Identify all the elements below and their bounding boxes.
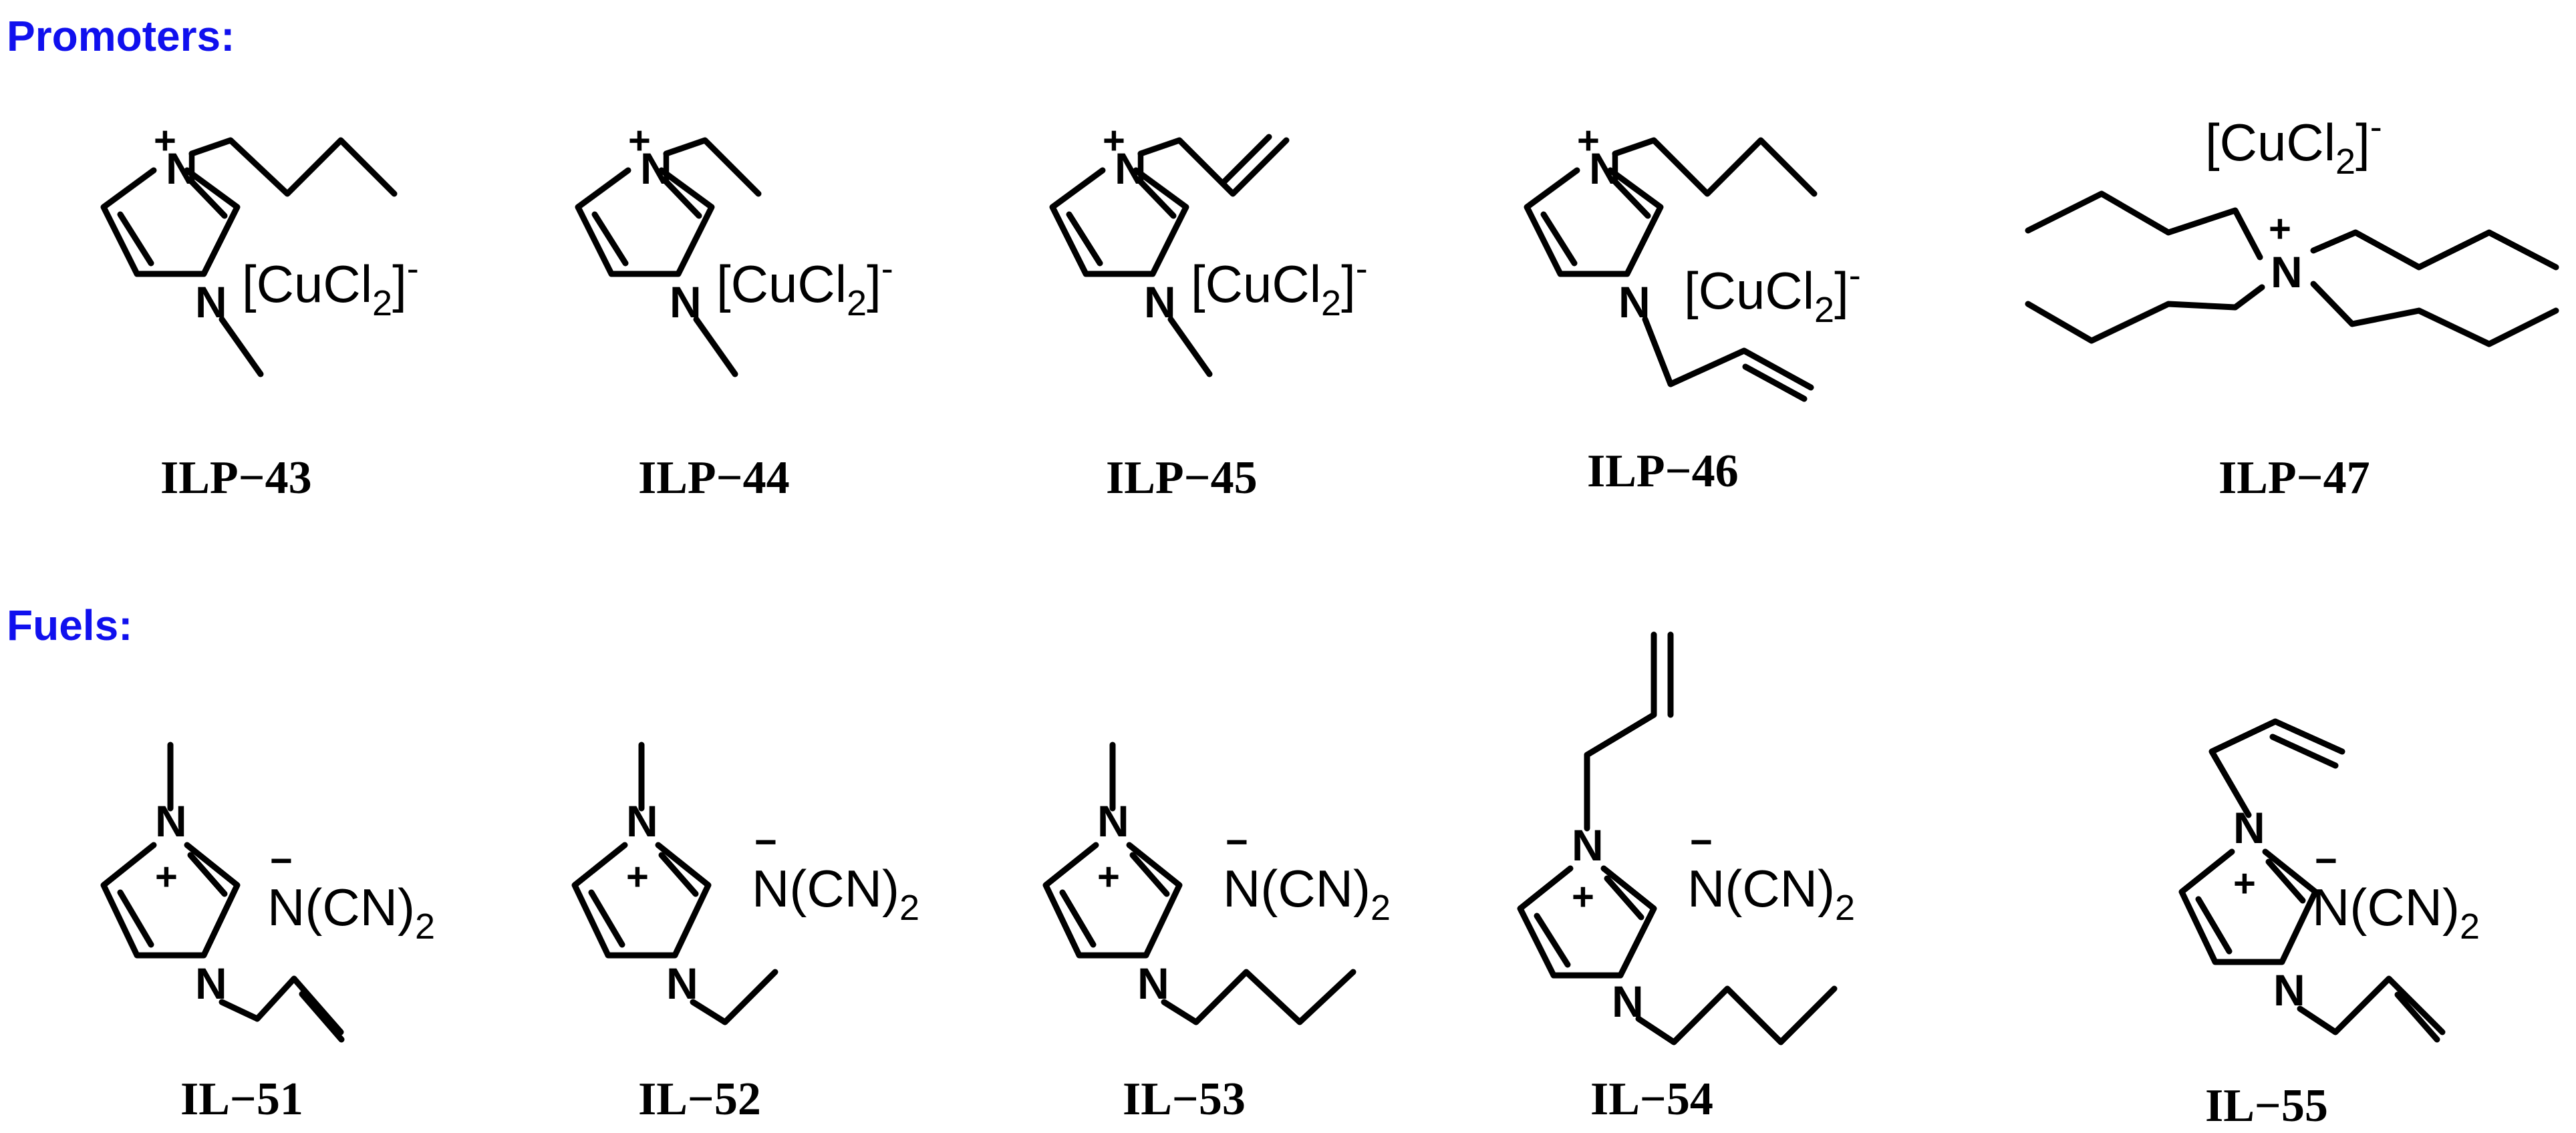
il-52-anion: N(CN)2 (752, 859, 919, 928)
fuels-heading: Fuels: (7, 601, 132, 649)
ilp-46-anion: [CuCl2]- (1684, 255, 1861, 330)
il-54-plus-charge: + (1572, 875, 1594, 919)
ilp-45-n1-atom: N (1115, 144, 1147, 193)
il-51-minus-charge: − (270, 839, 293, 882)
il-53-n3-atom: N (1137, 959, 1169, 1008)
il-51-n1-atom: N (155, 796, 187, 846)
ilp-43-structure: N + N (100, 119, 398, 377)
ilp-43-label: ILP−43 (160, 452, 312, 504)
il-53-minus-charge: − (1226, 820, 1248, 864)
ilp-45-plus-charge: + (1103, 119, 1125, 162)
compound-il-54: N + N N(CN)2 − IL−54 (1517, 631, 1855, 1125)
ilp-44-anion: [CuCl2]- (716, 249, 893, 323)
compound-il-53: N + N N(CN)2 − IL−53 (1042, 742, 1391, 1125)
compound-ilp-43: N + N [CuCl2]- ILP−43 (100, 119, 419, 504)
ilp-44-n3-atom: N (670, 277, 702, 327)
il-55-plus-charge: + (2233, 862, 2256, 905)
ilp-43-plus-charge: + (154, 119, 176, 162)
il-53-n1-atom: N (1097, 796, 1129, 846)
compound-ilp-46: N + N [CuCl2]- ILP−46 (1524, 119, 1861, 497)
il-51-plus-charge: + (155, 855, 178, 899)
ilp-47-structure: N + (2025, 190, 2559, 347)
il-54-structure: N + N (1517, 631, 1838, 1045)
ilp-47-n-atom: N (2271, 247, 2303, 297)
ilp-43-n1-atom: N (166, 144, 198, 193)
compound-il-55: N + N N(CN)2 − IL−55 (2178, 718, 2480, 1132)
ilp-44-n1-atom: N (640, 144, 672, 193)
ilp-45-anion: [CuCl2]- (1191, 249, 1368, 323)
il-51-anion: N(CN)2 (267, 878, 435, 947)
il-55-label: IL−55 (2205, 1080, 2328, 1132)
il-51-n3-atom: N (195, 959, 227, 1008)
il-55-n1-atom: N (2233, 803, 2265, 852)
compound-ilp-44: N + N [CuCl2]- ILP−44 (575, 119, 893, 504)
il-52-plus-charge: + (626, 855, 649, 899)
ilp-46-n3-atom: N (1618, 277, 1651, 327)
compound-il-51: N + N N(CN)2 − IL−51 (100, 742, 435, 1125)
ilp-47-plus-charge: + (2269, 207, 2291, 251)
ilp-45-label: ILP−45 (1106, 452, 1258, 504)
il-51-label: IL−51 (180, 1074, 303, 1125)
ilp-43-n3-atom: N (195, 277, 227, 327)
compound-ilp-45: N + N [CuCl2]- ILP−45 (1049, 119, 1368, 504)
ilp-46-structure: N + N (1524, 119, 1818, 402)
il-52-n3-atom: N (666, 959, 698, 1008)
il-54-anion: N(CN)2 (1687, 859, 1855, 928)
ilp-46-label: ILP−46 (1587, 446, 1739, 497)
il-55-anion: N(CN)2 (2312, 878, 2480, 947)
il-54-minus-charge: − (1690, 820, 1713, 864)
il-52-minus-charge: − (754, 820, 777, 864)
ilp-43-anion: [CuCl2]- (242, 249, 419, 323)
ilp-44-label: ILP−44 (638, 452, 790, 504)
il-54-n1-atom: N (1572, 820, 1604, 870)
il-53-structure: N + N (1042, 742, 1356, 1025)
il-52-n1-atom: N (626, 796, 658, 846)
il-54-n3-atom: N (1612, 977, 1644, 1026)
ilp-45-n3-atom: N (1144, 277, 1176, 327)
ilp-44-structure: N + N (575, 119, 762, 377)
compound-il-52: N + N N(CN)2 − IL−52 (571, 742, 919, 1125)
il-55-minus-charge: − (2315, 839, 2337, 882)
ilp-47-label: ILP−47 (2219, 452, 2370, 504)
il-53-plus-charge: + (1097, 855, 1120, 899)
ilp-46-plus-charge: + (1577, 119, 1600, 162)
il-52-structure: N + N (571, 742, 778, 1025)
il-53-label: IL−53 (1123, 1074, 1246, 1125)
il-51-structure: N + N (100, 742, 345, 1043)
il-53-anion: N(CN)2 (1223, 859, 1391, 928)
ilp-47-anion: [CuCl2]- (2205, 107, 2382, 182)
il-55-n3-atom: N (2273, 965, 2305, 1015)
ilp-46-n1-atom: N (1589, 144, 1621, 193)
compound-ilp-47: [CuCl2]- N + ILP−47 (2025, 107, 2559, 504)
promoters-heading: Promoters: (7, 12, 235, 60)
il-55-structure: N + N (2178, 718, 2446, 1043)
ilp-44-plus-charge: + (628, 119, 651, 162)
il-54-label: IL−54 (1590, 1074, 1713, 1125)
il-52-label: IL−52 (638, 1074, 761, 1125)
ilp-45-structure: N + N (1049, 119, 1290, 377)
